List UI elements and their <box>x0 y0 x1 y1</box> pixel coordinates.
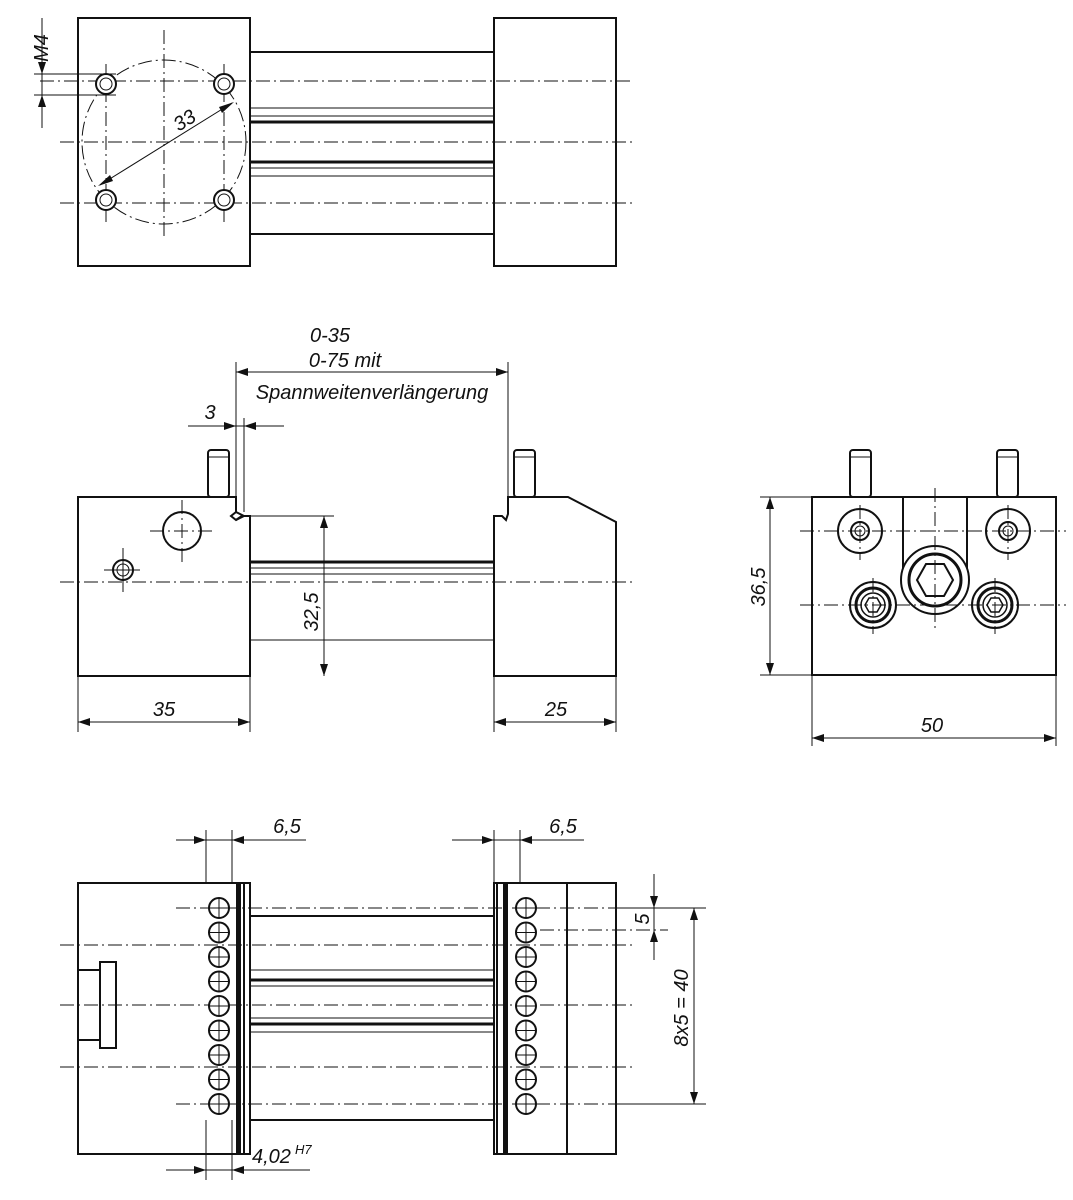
front-threaded-hole <box>104 548 140 592</box>
pin-hole <box>515 921 537 944</box>
range-dimension: 0-35 0-75 mit Spannweitenverlängerung <box>235 325 509 497</box>
pin-hole <box>208 946 230 968</box>
pin-hole <box>515 897 537 919</box>
fit-value: 4,02 <box>252 1146 291 1168</box>
pin-hole <box>208 1093 230 1115</box>
range-line-2: 0-75 mit <box>309 350 383 372</box>
total-spacing-label: 8x5 = 40 <box>671 969 693 1046</box>
pin-hole <box>515 1044 537 1066</box>
pin-hole <box>515 1093 537 1115</box>
pin-hole <box>208 921 230 944</box>
side-centerlines <box>800 488 1066 634</box>
fit-label: 4,02 H7 <box>252 1142 312 1168</box>
fit-tolerance: H7 <box>295 1142 312 1157</box>
bottom-movable-jaw <box>493 882 617 1155</box>
pin-hole <box>208 995 230 1017</box>
side-width-label: 50 <box>921 715 943 737</box>
left-width-dimension: 35 <box>77 676 251 732</box>
height-label: 32,5 <box>301 592 323 632</box>
front-view: 0-35 0-75 mit Spannweitenverlängerung 3 … <box>60 325 634 732</box>
guide-rails <box>249 51 495 235</box>
bolt-circle <box>81 59 247 225</box>
side-height-label: 36,5 <box>748 567 770 607</box>
pin-hole <box>208 1044 230 1066</box>
pin-hole <box>515 946 537 968</box>
front-rail <box>250 560 494 641</box>
pin-hole <box>208 1068 230 1091</box>
range-line-1: 0-35 <box>310 325 351 347</box>
pin-hole <box>515 1068 537 1091</box>
side-pin-left <box>849 449 872 498</box>
spacing-label: 5 <box>632 913 654 925</box>
pin-right <box>513 449 536 498</box>
bottom-view: 6,5 6,5 5 8x5 = 40 <box>60 816 706 1180</box>
pitch-right-dimension: 6,5 <box>452 816 584 883</box>
side-pin-right <box>996 449 1019 498</box>
pin-hole <box>208 1019 230 1042</box>
pitch-right-label: 6,5 <box>549 816 578 838</box>
movable-jaw-body <box>493 496 617 677</box>
hole-row-right <box>515 897 537 1115</box>
hole-row-left <box>208 897 230 1115</box>
pin-left <box>207 449 230 498</box>
pin-hole <box>208 897 230 919</box>
fit-dimension: 4,02 H7 <box>166 1120 312 1180</box>
bottom-centerlines <box>60 907 634 1105</box>
pitch-left-dimension: 6,5 <box>176 816 306 883</box>
side-height-dimension: 36,5 <box>748 496 850 676</box>
pin-hole <box>515 1019 537 1042</box>
top-view: M4 33 <box>31 17 634 267</box>
thread-label: M4 <box>31 34 53 62</box>
pitch-left-label: 6,5 <box>273 816 302 838</box>
height-dimension: 32,5 <box>244 515 334 676</box>
total-spacing-dimension: 8x5 = 40 <box>616 907 706 1105</box>
bottom-rails <box>249 915 495 1121</box>
offset-dimension: 3 <box>188 402 284 512</box>
pin-hole <box>515 995 537 1017</box>
pin-hole <box>208 970 230 993</box>
spacing-dimension: 5 <box>540 874 668 960</box>
side-view: 36,5 50 <box>748 449 1066 746</box>
right-width-dimension: 25 <box>493 676 617 732</box>
m4-dimension: M4 <box>31 18 116 128</box>
pin-hole <box>515 970 537 993</box>
offset-label: 3 <box>204 402 215 424</box>
left-width-label: 35 <box>153 699 176 721</box>
side-width-dimension: 50 <box>811 675 1057 746</box>
right-width-label: 25 <box>544 699 568 721</box>
range-line-3: Spannweitenverlängerung <box>256 382 488 404</box>
